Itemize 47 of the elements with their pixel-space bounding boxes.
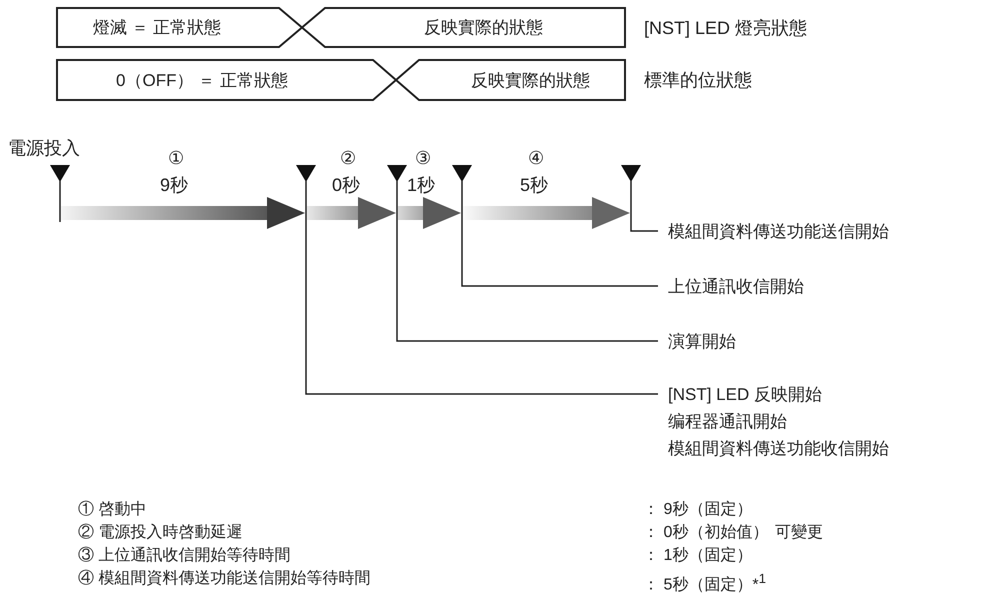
timing-marker (50, 165, 70, 222)
band-text: 反映實際的狀態 (470, 70, 591, 92)
timing-band-segment (57, 60, 396, 100)
timing-marker (296, 165, 316, 222)
event-label: 模組間資料傳送功能送信開始 (668, 221, 890, 243)
note-text: ④ 模組間資料傳送功能送信開始等待時間 (78, 569, 370, 589)
timing-band-segment (57, 8, 302, 47)
timing-marker (387, 165, 407, 222)
band-text: 燈滅 ＝ 正常狀態 (92, 17, 222, 39)
duration: 0秒 (332, 175, 360, 195)
duration: 9秒 (160, 175, 188, 195)
note-text: ： 5秒（固定）*$^{1}$ (643, 570, 766, 596)
timing-band-segment (302, 8, 625, 47)
timing-band-segment (396, 60, 625, 100)
leader-line (396, 222, 658, 342)
timeline-arrow (61, 197, 305, 229)
step-number: ④ (528, 148, 544, 168)
note-text: ： 1秒（固定） (643, 546, 752, 566)
event-label: 演算開始 (668, 331, 737, 353)
event-label: [NST] LED 反映開始 (668, 384, 823, 406)
marker-label: 電源投入 (8, 138, 80, 158)
timeline-arrow (463, 197, 630, 229)
note-text: ： 9秒（固定） (643, 500, 752, 520)
band-text: 反映實際的狀態 (423, 17, 544, 39)
leader-line (461, 222, 658, 287)
step-number: ③ (415, 148, 431, 168)
duration: 1秒 (407, 175, 436, 195)
note-text: ： 0秒（初始值） (643, 523, 768, 543)
timeline-arrow (398, 197, 461, 229)
event-label: 模組間資料傳送功能收信開始 (668, 438, 890, 460)
timeline-arrow (307, 197, 396, 229)
timing-marker (621, 165, 641, 222)
event-label: 上位通訊收信開始 (668, 276, 805, 298)
signal-name: [NST] LED 燈亮狀態 (644, 18, 808, 38)
note-text: ① 啓動中 (78, 500, 146, 520)
leader-line (305, 222, 658, 395)
duration: 5秒 (520, 175, 548, 195)
step-number: ① (168, 148, 184, 168)
note-text: ② 電源投入時啓動延遲 (78, 523, 242, 543)
leader-line (630, 222, 658, 232)
event-label: 编程器通訊開始 (668, 411, 788, 433)
signal-name: 標準的位狀態 (644, 70, 752, 90)
band-text: 0（OFF） ＝ 正常狀態 (115, 70, 289, 92)
note-text: 可變更 (775, 523, 823, 543)
timing-marker (452, 165, 472, 222)
note-text: ③ 上位通訊收信開始等待時間 (78, 546, 290, 566)
step-number: ② (340, 148, 356, 168)
